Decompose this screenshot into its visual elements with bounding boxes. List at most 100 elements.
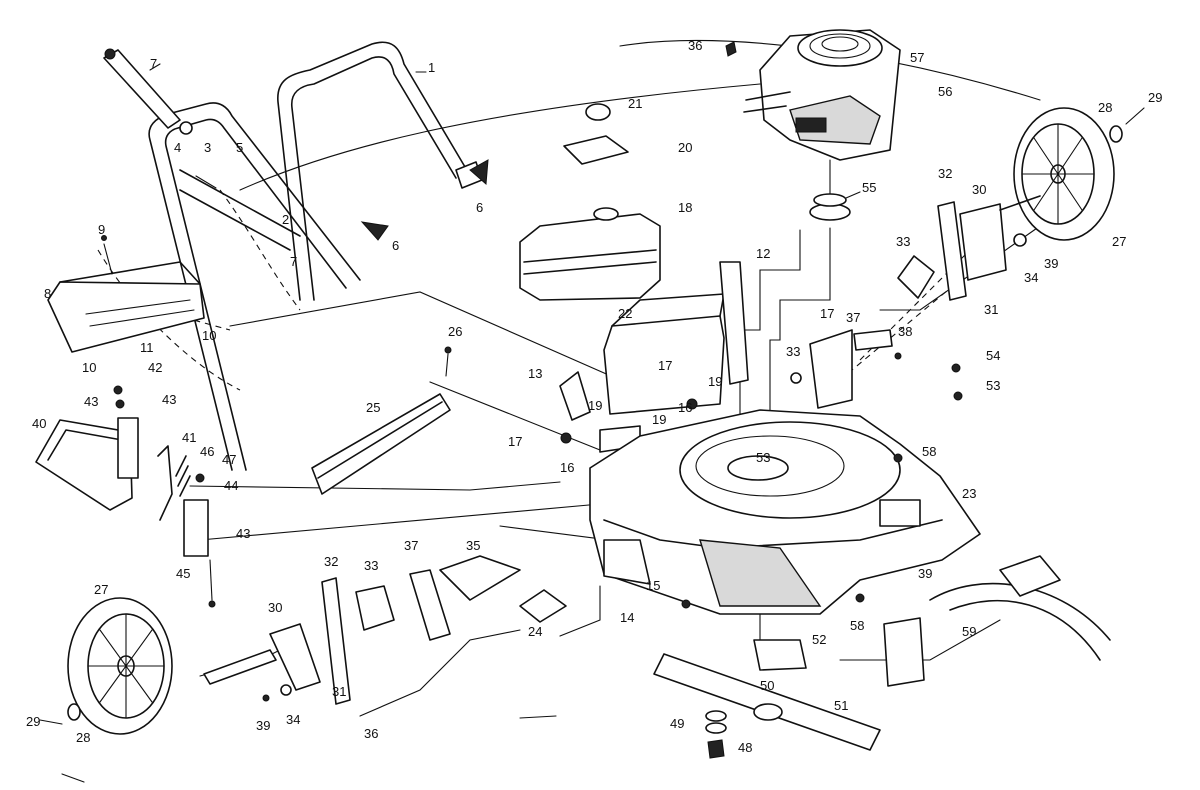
- callout-c43b: 43: [162, 392, 176, 407]
- callout-c26: 26: [448, 324, 462, 339]
- callout-c18: 18: [678, 200, 692, 215]
- callout-c1: 1: [428, 60, 435, 75]
- callout-c39b: 39: [1044, 256, 1058, 271]
- callout-c29a: 29: [26, 714, 40, 729]
- rear-shield: [47, 235, 205, 353]
- grass-bag-frame: [35, 385, 216, 608]
- callout-c6b: 6: [476, 200, 483, 215]
- callout-c4: 4: [174, 140, 181, 155]
- callout-c34a: 34: [286, 712, 300, 727]
- callout-c21: 21: [628, 96, 642, 111]
- callout-c32b: 32: [938, 166, 952, 181]
- callout-c52: 52: [812, 632, 826, 647]
- height-adjuster-right: [790, 195, 1041, 409]
- callout-c55: 55: [862, 180, 876, 195]
- callout-c7b: 7: [290, 254, 297, 269]
- callout-c10a: 10: [82, 360, 96, 375]
- callout-c25: 25: [366, 400, 380, 415]
- callout-c2: 2: [282, 212, 289, 227]
- callout-c47: 47: [222, 452, 236, 467]
- lower-handle: [148, 102, 361, 471]
- callout-c29b: 29: [1148, 90, 1162, 105]
- callout-c49: 49: [670, 716, 684, 731]
- callout-c36b: 36: [688, 38, 702, 53]
- mower-deck: [589, 409, 981, 615]
- callout-c35: 35: [466, 538, 480, 553]
- fuel-tank-assembly: [519, 103, 661, 301]
- callout-c41: 41: [182, 430, 196, 445]
- callout-c58a: 58: [922, 444, 936, 459]
- callout-c37a: 37: [404, 538, 418, 553]
- callout-c38: 38: [898, 324, 912, 339]
- callout-c5: 5: [236, 140, 243, 155]
- callout-c33c: 33: [786, 344, 800, 359]
- callout-c15: 15: [646, 578, 660, 593]
- callout-c30b: 30: [972, 182, 986, 197]
- control-lever: [103, 48, 181, 129]
- callout-c20: 20: [678, 140, 692, 155]
- callout-c50: 50: [760, 678, 774, 693]
- callout-c16a: 16: [560, 460, 574, 475]
- callout-c27b: 27: [1112, 234, 1126, 249]
- callout-c28a: 28: [76, 730, 90, 745]
- callout-c13: 13: [528, 366, 542, 381]
- callout-c23: 23: [962, 486, 976, 501]
- callout-c28b: 28: [1098, 100, 1112, 115]
- callout-c9: 9: [98, 222, 105, 237]
- callout-c17b: 17: [658, 358, 672, 373]
- callout-c8: 8: [44, 286, 51, 301]
- callout-c14: 14: [620, 610, 634, 625]
- callout-c53b: 53: [986, 378, 1000, 393]
- callout-c51: 51: [834, 698, 848, 713]
- callout-c39c: 39: [918, 566, 932, 581]
- blade-assembly: [653, 639, 881, 759]
- callout-c11: 11: [140, 340, 154, 355]
- callout-c19a: 19: [588, 398, 602, 413]
- callout-c22: 22: [618, 306, 632, 321]
- callout-c31b: 31: [984, 302, 998, 317]
- callout-c32a: 32: [324, 554, 338, 569]
- callout-c39a: 39: [256, 718, 270, 733]
- callout-c24: 24: [528, 624, 542, 639]
- callout-c6a: 6: [392, 238, 399, 253]
- callout-c31a: 31: [332, 684, 346, 699]
- callout-c3: 3: [204, 140, 211, 155]
- callout-c16b: 16: [678, 400, 692, 415]
- callout-c33a: 33: [364, 558, 378, 573]
- callout-c56: 56: [938, 84, 952, 99]
- callout-c43a: 43: [84, 394, 98, 409]
- callout-c33b: 33: [896, 234, 910, 249]
- callout-c17c: 17: [820, 306, 834, 321]
- callout-c45: 45: [176, 566, 190, 581]
- callout-c17a: 17: [508, 434, 522, 449]
- callout-c54: 54: [986, 348, 1000, 363]
- upper-handle: [277, 41, 483, 301]
- callout-c42: 42: [148, 360, 162, 375]
- wheel-left: [39, 597, 173, 735]
- callout-c40: 40: [32, 416, 46, 431]
- discharge-parts: [311, 393, 1111, 687]
- callout-c59: 59: [962, 624, 976, 639]
- callout-c37b: 37: [846, 310, 860, 325]
- callout-c36a: 36: [364, 726, 378, 741]
- callout-c19b: 19: [652, 412, 666, 427]
- callout-c58b: 58: [850, 618, 864, 633]
- callout-c46: 46: [200, 444, 214, 459]
- wheel-right: [1013, 107, 1145, 241]
- callout-c34b: 34: [1024, 270, 1038, 285]
- callout-c19c: 19: [708, 374, 722, 389]
- pulley: [809, 191, 861, 221]
- handle-knobs: [360, 159, 489, 241]
- callout-c7a: 7: [150, 56, 157, 71]
- callout-c53a: 53: [756, 450, 770, 465]
- engine: [725, 29, 901, 201]
- callout-c43c: 43: [236, 526, 250, 541]
- callout-c30a: 30: [268, 600, 282, 615]
- callout-c27a: 27: [94, 582, 108, 597]
- callout-c12: 12: [756, 246, 770, 261]
- callout-c44: 44: [224, 478, 238, 493]
- fasteners: [61, 346, 963, 783]
